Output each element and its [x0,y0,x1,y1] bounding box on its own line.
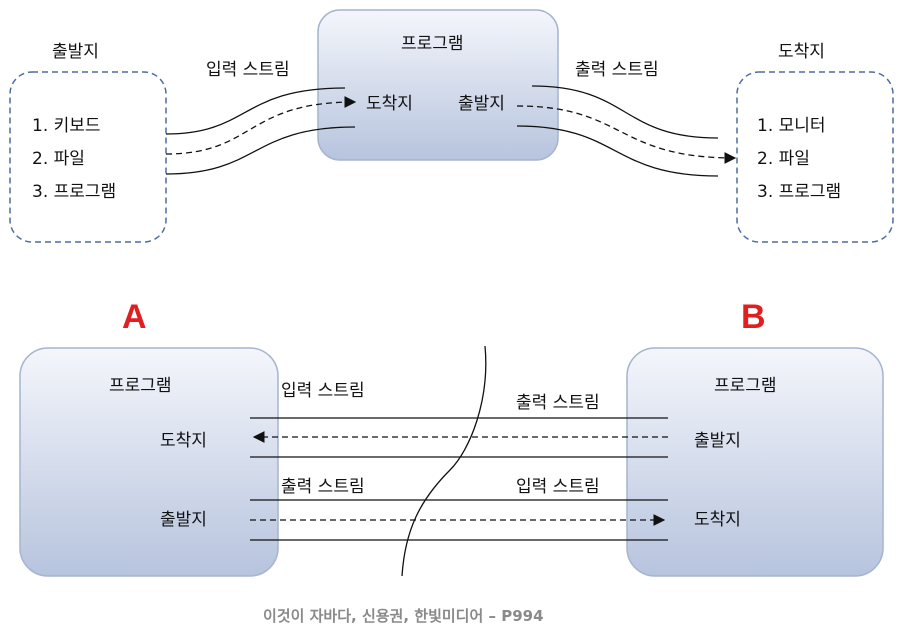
bottom-upper-right-stream-label: 출력 스트림 [516,393,600,413]
program-a-departure: 출발지 [160,510,207,530]
bottom-lower-left-stream-label: 출력 스트림 [281,477,365,497]
bottom-upper-stream [250,417,668,458]
source-box [9,71,167,243]
source-item-program: 3. 프로그램 [32,182,117,202]
bottom-lower-right-stream-label: 입력 스트림 [516,477,600,497]
destination-item-monitor: 1. 모니터 [757,116,826,136]
top-program-title: 프로그램 [401,34,464,54]
top-input-stream-label: 입력 스트림 [206,60,290,80]
program-b-arrival: 도착지 [694,510,741,530]
program-box-a [19,347,279,577]
bottom-lower-stream [250,499,668,541]
bottom-upper-left-stream-label: 입력 스트림 [281,381,365,401]
source-title: 출발지 [52,42,99,62]
destination-item-program: 3. 프로그램 [757,182,842,202]
source-item-keyboard: 1. 키보드 [32,116,101,136]
program-b-departure: 출발지 [694,431,741,451]
program-box-b [626,347,884,577]
top-program-box [317,9,559,161]
network-boundary-curve [401,345,487,577]
label-b: B [741,298,766,336]
destination-item-file: 2. 파일 [757,149,810,169]
top-program-departure: 출발지 [458,94,505,114]
program-a-arrival: 도착지 [160,431,207,451]
top-program-arrival: 도착지 [366,94,413,114]
source-caption: 이것이 자바다, 신용권, 한빛미디어 – P994 [263,607,544,625]
top-output-stream-label: 출력 스트림 [575,60,659,80]
program-a-title: 프로그램 [109,376,172,396]
top-output-stream-pipe [516,85,737,177]
destination-title: 도착지 [778,42,825,62]
source-item-file: 2. 파일 [32,149,85,169]
destination-box [736,71,894,243]
top-input-stream-pipe [165,87,357,175]
label-a: A [122,298,147,336]
program-b-title: 프로그램 [714,376,777,396]
